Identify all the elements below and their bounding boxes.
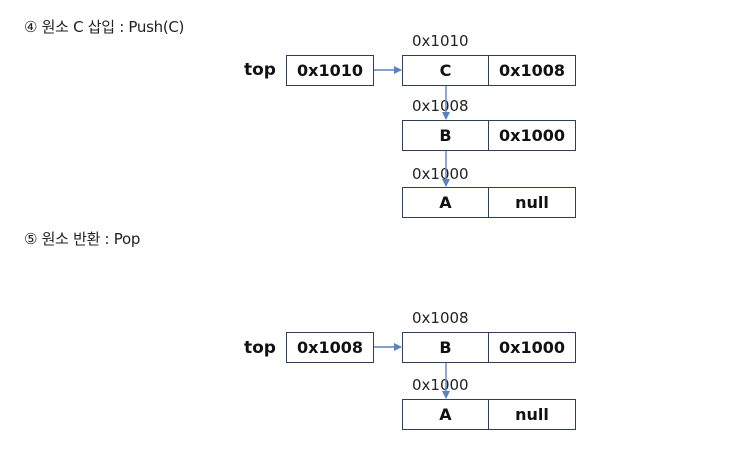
section4-node3-data-cell: A (402, 187, 489, 218)
section4-node1-data-cell: C (402, 55, 489, 86)
section4-node2-link-cell: 0x1000 (488, 120, 576, 151)
section4-node2-address: 0x1008 (412, 97, 469, 115)
section5-top-pointer-box: 0x1008 (286, 332, 374, 363)
section5-node2-data-cell: A (402, 399, 489, 430)
section4-node1-link-cell: 0x1008 (488, 55, 576, 86)
section5-node1-data-cell: B (402, 332, 489, 363)
section5-node1-link-cell: 0x1000 (488, 332, 576, 363)
section5-node1-address: 0x1008 (412, 309, 469, 327)
section4-node3-link: null (515, 193, 549, 212)
section5-heading: ⑤ 원소 반환 : Pop (24, 230, 141, 248)
section4-top-value: 0x1010 (297, 61, 363, 80)
section5-top-value: 0x1008 (297, 338, 363, 357)
section5-top-label: top (244, 338, 276, 358)
section5-node1-data: B (439, 338, 452, 357)
section4-node3-link-cell: null (488, 187, 576, 218)
section4-node1-address: 0x1010 (412, 32, 469, 50)
section5-node2-data: A (439, 405, 452, 424)
section4-node2-data-cell: B (402, 120, 489, 151)
section5-node2-link-cell: null (488, 399, 576, 430)
section5-node2-address: 0x1000 (412, 376, 469, 394)
section4-top-label: top (244, 60, 276, 80)
section4-node3-address: 0x1000 (412, 165, 469, 183)
section4-node2-data: B (439, 126, 452, 145)
section4-node1-data: C (439, 61, 452, 80)
section4-node1-link: 0x1008 (499, 61, 565, 80)
section5-node2-link: null (515, 405, 549, 424)
section4-node3-data: A (439, 193, 452, 212)
section5-node1-link: 0x1000 (499, 338, 565, 357)
section4-node2-link: 0x1000 (499, 126, 565, 145)
section4-top-pointer-box: 0x1010 (286, 55, 374, 86)
section4-heading: ④ 원소 C 삽입 : Push(C) (24, 18, 185, 36)
